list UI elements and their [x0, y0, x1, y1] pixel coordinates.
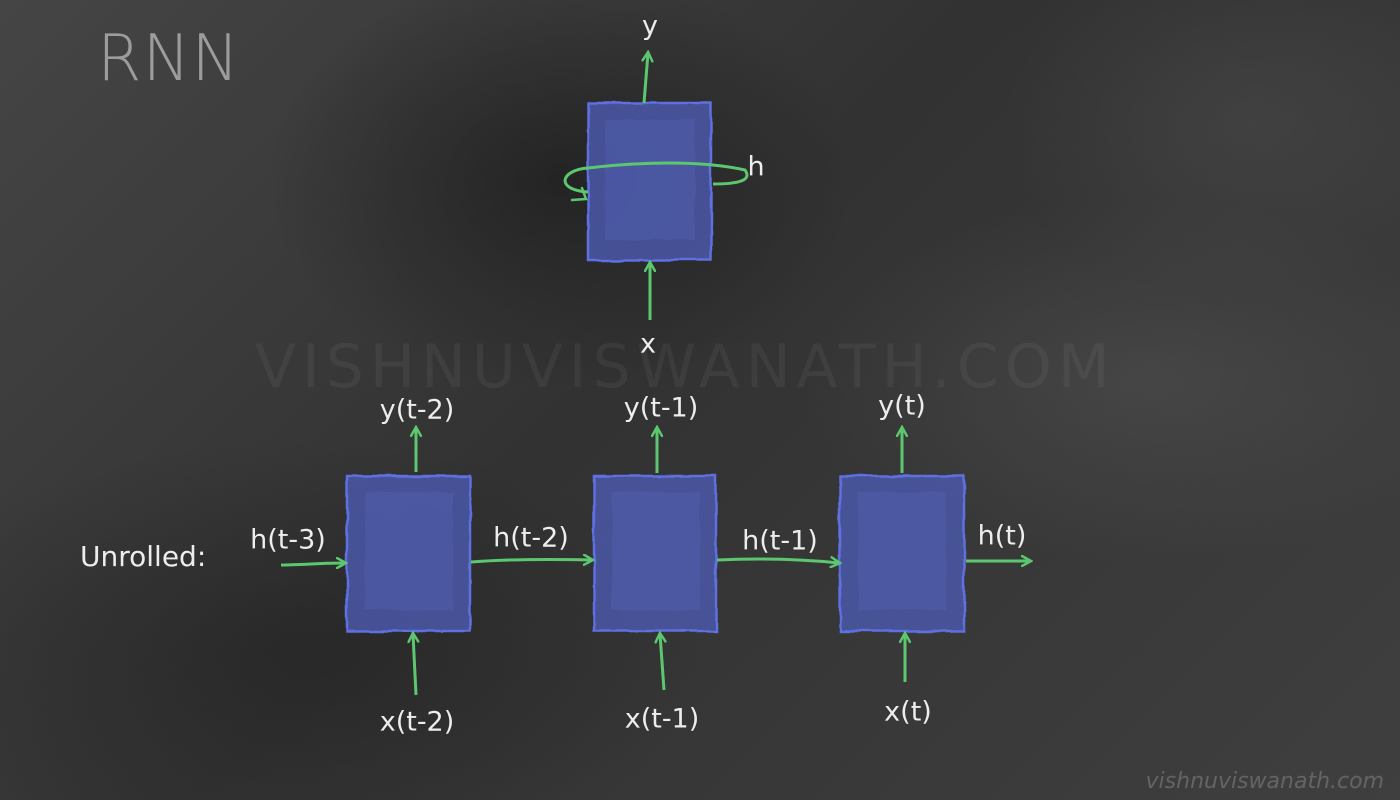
hidden-label-3: h(t) [977, 520, 1027, 552]
initial-hidden-label: h(t-3) [250, 524, 326, 556]
unrolled-cell-1 [345, 474, 472, 633]
hidden-arrow-1 [470, 559, 592, 562]
unrolled-cell-2 [592, 474, 718, 633]
output-label-3: y(t) [878, 390, 926, 422]
input-label-3: x(t) [884, 696, 932, 728]
output-label-2: y(t-1) [623, 392, 699, 424]
unrolled-cell-3 [838, 474, 966, 633]
folded-recurrence-loop [563, 161, 749, 194]
input-arrow-2 [660, 634, 664, 691]
input-label-2: x(t-1) [624, 703, 700, 735]
hidden-arrow-initial [280, 563, 345, 565]
folded-output-label: y [642, 10, 658, 42]
unrolled-label: Unrolled: [80, 540, 207, 573]
footer-credit: vishnuviswanath.com [1145, 769, 1384, 794]
folded-input-label: x [640, 328, 656, 360]
input-arrow-1 [413, 634, 416, 696]
output-label-1: y(t-2) [379, 394, 455, 426]
hidden-arrow-2 [716, 559, 839, 563]
watermark: VISHNUVISWANATH.COM [255, 332, 1116, 402]
input-label-1: x(t-2) [379, 706, 455, 738]
hidden-label-2: h(t-1) [742, 525, 818, 557]
folded-cell [586, 101, 713, 262]
folded-recurrence-arrowhead [570, 186, 588, 202]
hidden-label-1: h(t-2) [493, 522, 569, 554]
page-title: RNN [97, 22, 241, 96]
folded-hidden-label: h [747, 151, 765, 183]
folded-output-arrow [644, 53, 648, 104]
